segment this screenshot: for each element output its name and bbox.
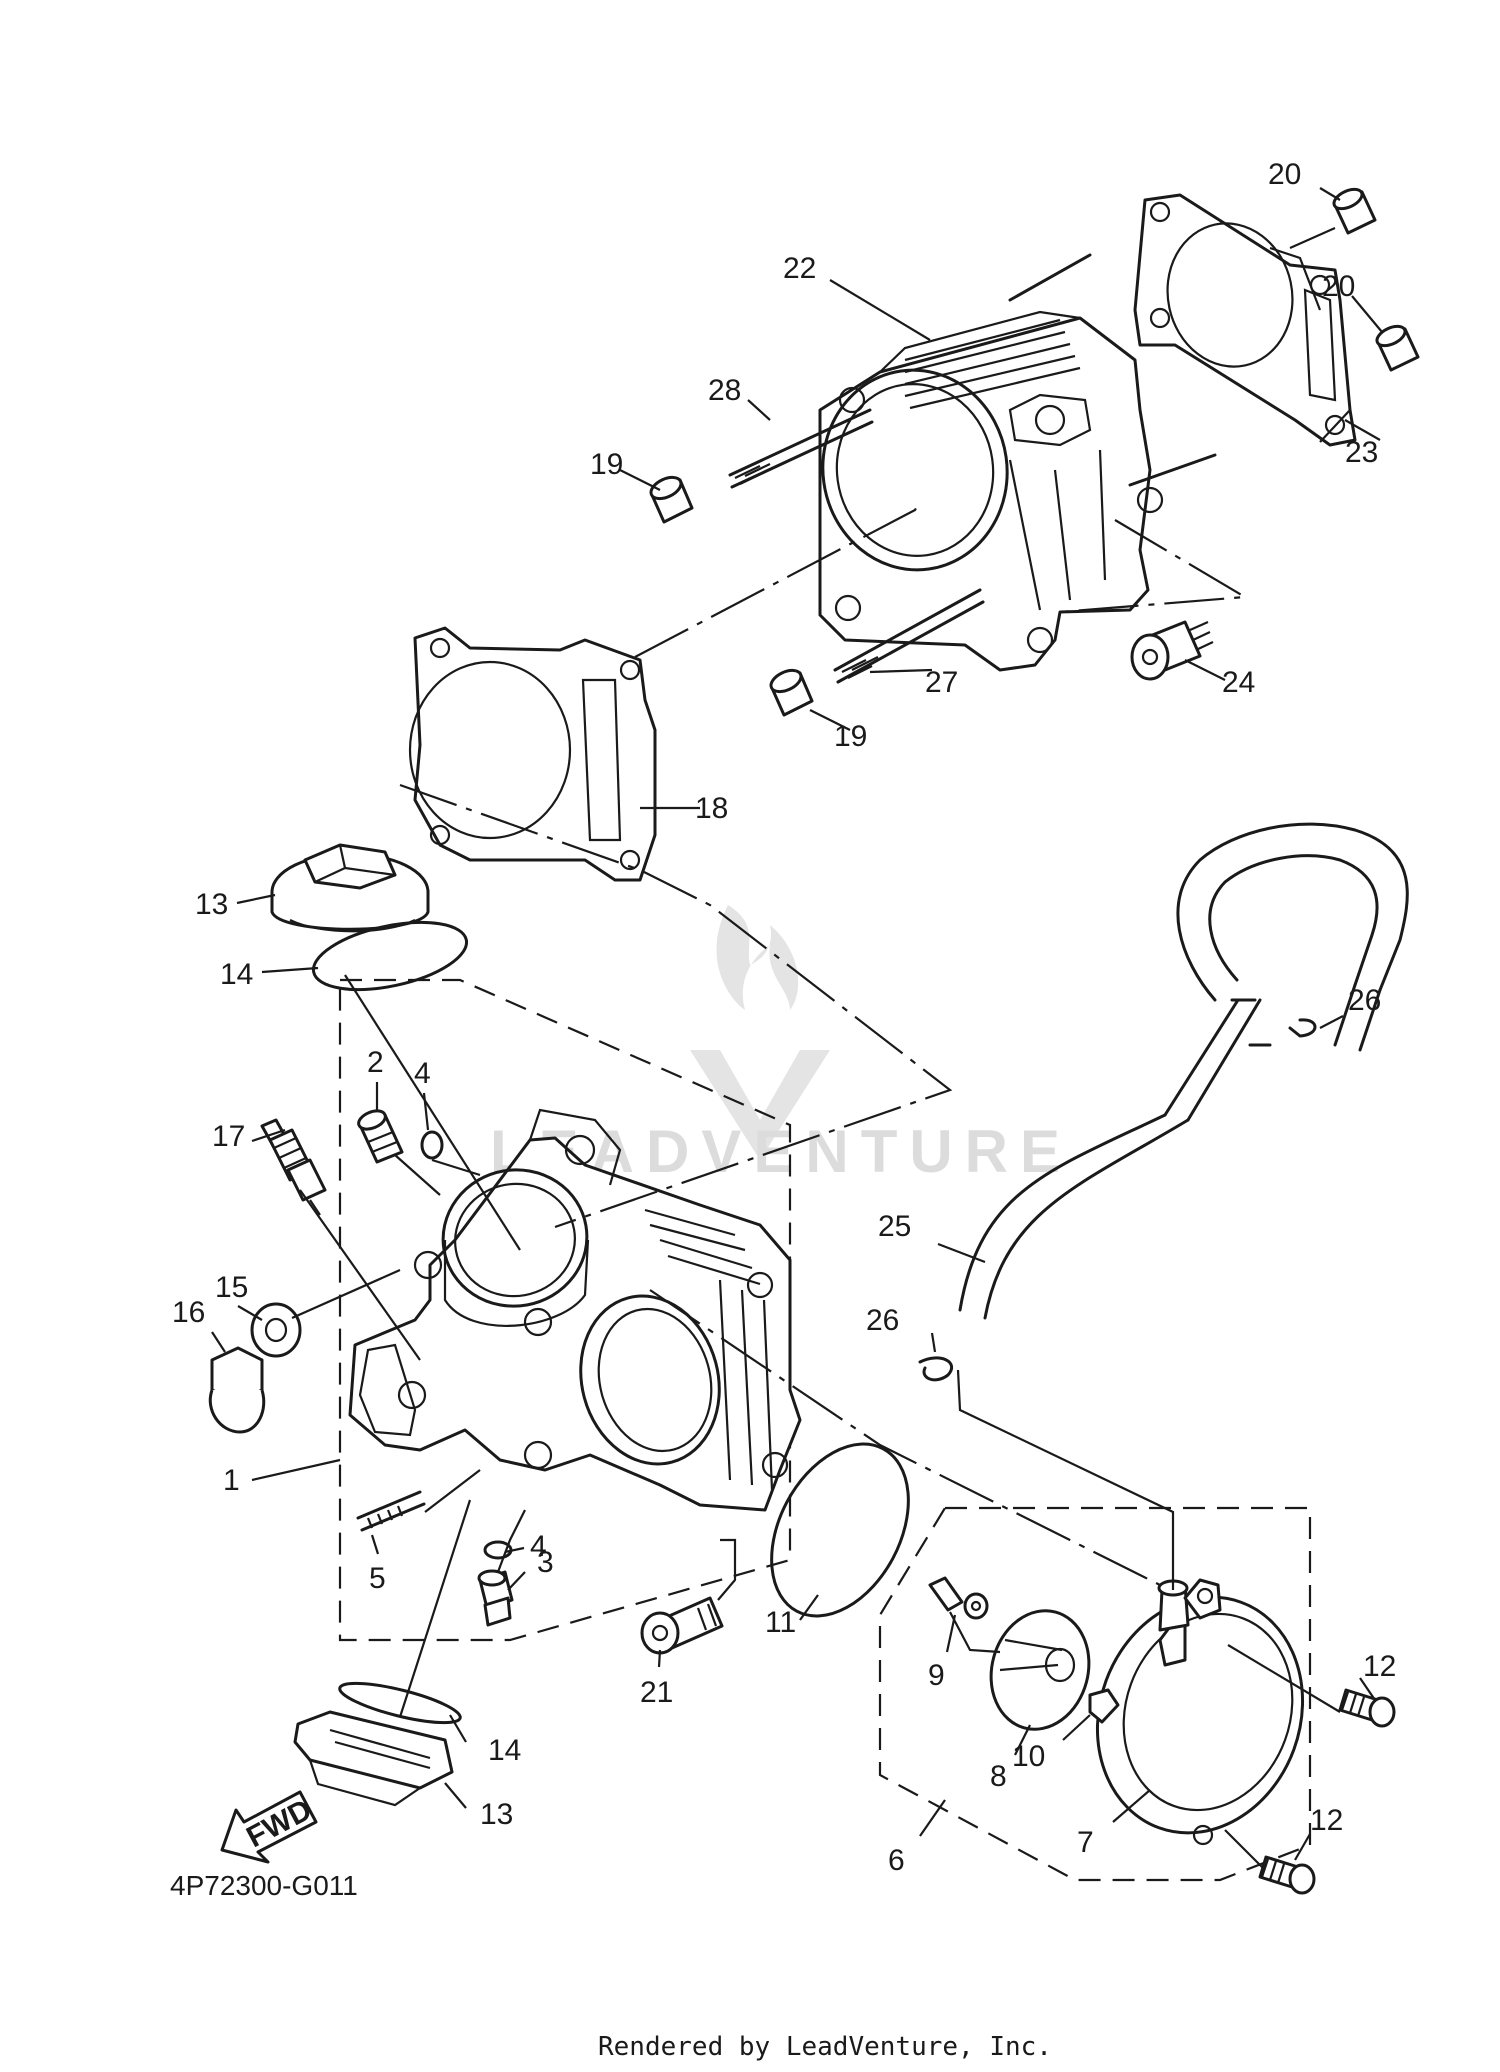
bolt-washer-part-9 (928, 1576, 989, 1620)
stud-part-5 (356, 1490, 426, 1532)
callout-19-bottom: 19 (834, 720, 867, 753)
bolt-21-axis (717, 1538, 737, 1601)
callout-6: 6 (888, 1844, 905, 1877)
hose-clip-part-26-bottom (918, 1356, 953, 1382)
bolt-part-24 (1130, 620, 1214, 681)
alignment-line-pump (649, 1289, 1171, 1591)
callout-19-top: 19 (590, 448, 623, 481)
callout-12-top: 12 (1363, 1650, 1396, 1683)
callout-28: 28 (708, 374, 741, 407)
gasket-part-11 (770, 1442, 910, 1618)
stud-axis (424, 1469, 481, 1513)
callout-13-bottom: 13 (480, 1798, 513, 1831)
cap-part-13-top (270, 843, 430, 933)
callout-leaders (211, 187, 1383, 1861)
callout-5: 5 (369, 1562, 386, 1595)
callout-15: 15 (215, 1271, 248, 1304)
hose-clip-part-26-top (1288, 1018, 1317, 1038)
alignment-line-gasket-23 (1059, 519, 1249, 614)
dowel-pin-19-bottom (769, 668, 814, 717)
hose-route-line (956, 1369, 1175, 1590)
plug-axis (394, 1154, 441, 1196)
stud-bolt-top (1008, 253, 1092, 302)
diagram-code: 4P72300-G011 (170, 1870, 358, 1901)
dowel-pin-19-top (649, 475, 694, 524)
spark-plug-axis (299, 1189, 421, 1361)
stud-bolt-27 (833, 588, 985, 684)
callout-12-bottom: 12 (1310, 1804, 1343, 1837)
o-ring-axis-bottom (398, 1499, 472, 1718)
callout-21: 21 (640, 1676, 673, 1709)
callout-4-bottom: 4 (530, 1530, 547, 1563)
callout-11: 11 (765, 1606, 796, 1639)
cylinder-part-22 (818, 310, 1164, 672)
pump-cover-part-7 (1095, 1578, 1305, 1846)
callout-13-top: 13 (195, 888, 228, 921)
callout-7: 7 (1077, 1826, 1094, 1859)
washer-axis (291, 1268, 401, 1320)
callout-3: 3 (537, 1546, 554, 1579)
bolt-12-axis (1227, 1644, 1341, 1713)
bolt-part-12-bottom (1258, 1855, 1316, 1895)
hose-part-25 (958, 822, 1409, 1320)
leadventure-watermark: LEADVENTURE (490, 905, 1060, 1185)
callout-26-bottom: 26 (866, 1304, 899, 1337)
dowel-pin-20-bottom (1375, 324, 1420, 372)
callout-20-top: 20 (1268, 158, 1301, 191)
dowel-pin-20-top (1332, 187, 1377, 235)
cap-nut-part-16 (208, 1346, 266, 1434)
screw-axis (496, 1509, 526, 1573)
callout-10: 10 (1012, 1740, 1045, 1773)
bolt-12-axis-bottom (1224, 1829, 1266, 1871)
callout-14-top: 14 (220, 958, 253, 991)
callout-18: 18 (695, 792, 728, 825)
bolt-part-12-top (1338, 1688, 1396, 1728)
callout-26-top: 26 (1348, 984, 1381, 1017)
cylinder-head-part-1 (348, 1108, 802, 1512)
alignment-line-gasket (399, 783, 953, 1229)
callout-17: 17 (212, 1120, 245, 1153)
plug-part-2 (357, 1109, 404, 1164)
o-ring-14-bottom (338, 1681, 462, 1725)
gasket-part-23 (1133, 193, 1357, 447)
callout-16: 16 (172, 1296, 205, 1329)
o-ring-part-4-top (420, 1130, 444, 1160)
fwd-direction-arrow: FWD (220, 1790, 318, 1864)
callout-14-bottom: 14 (488, 1734, 521, 1767)
callout-9: 9 (928, 1659, 945, 1692)
callout-1: 1 (223, 1464, 240, 1497)
callout-23: 23 (1345, 436, 1378, 469)
o-ring-4-axis (431, 1158, 481, 1177)
stud-bolt-28 (728, 408, 874, 489)
o-ring-14-top (311, 920, 469, 992)
pump-assembly-boundary (878, 1506, 1312, 1882)
callout-2: 2 (367, 1046, 384, 1079)
manifold-part-13-bottom (293, 1710, 454, 1807)
gasket-part-18 (408, 626, 657, 882)
callout-4-top: 4 (414, 1057, 431, 1090)
footer-credit: Rendered by LeadVenture, Inc. (598, 2032, 1052, 2062)
callout-24: 24 (1222, 666, 1255, 699)
callout-8: 8 (990, 1760, 1007, 1793)
screw-part-3 (477, 1569, 514, 1627)
o-ring-axis-top (344, 974, 521, 1251)
bolt-9-axis (949, 1611, 1001, 1654)
impeller-part-8 (989, 1609, 1091, 1731)
callout-25: 25 (878, 1210, 911, 1243)
seal-part-10 (1088, 1688, 1120, 1724)
alignment-line-cylinder (634, 504, 919, 658)
spark-plug-part-17 (260, 1118, 327, 1216)
callout-20-bottom: 20 (1322, 270, 1355, 303)
bolt-part-21 (640, 1596, 724, 1655)
callout-22: 22 (783, 252, 816, 285)
washer-part-15 (250, 1302, 302, 1358)
callout-27: 27 (925, 666, 958, 699)
head-assembly-boundary (338, 978, 792, 1642)
stud-bolt-right (1128, 453, 1217, 487)
